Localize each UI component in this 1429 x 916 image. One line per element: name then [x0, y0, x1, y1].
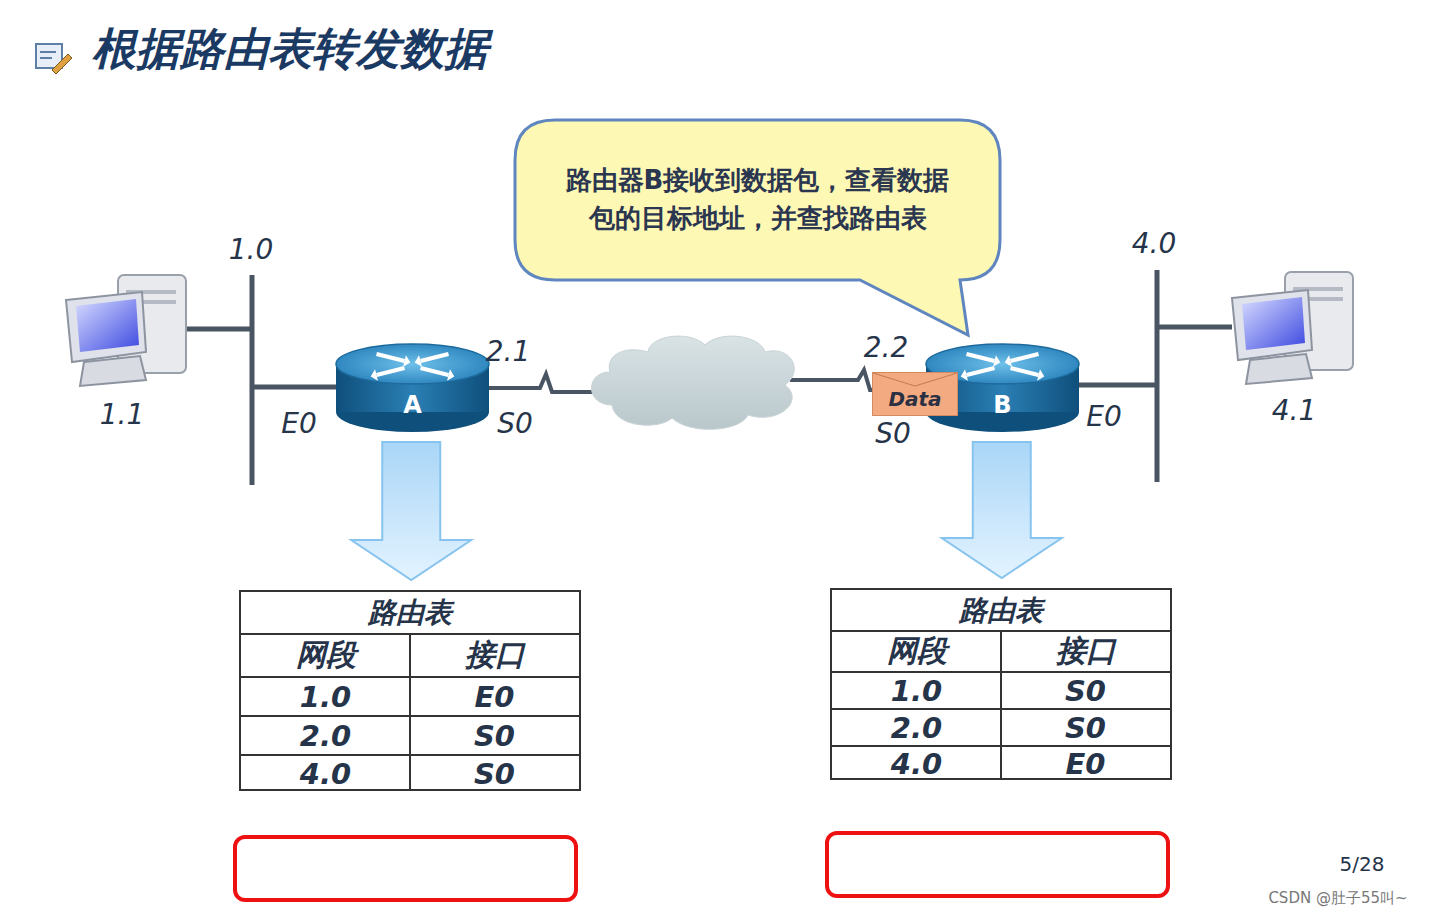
table-cell: 1.0: [241, 677, 410, 716]
host-computer: [1232, 272, 1353, 384]
network-label: 2.2: [864, 333, 909, 364]
network-label: 1.0: [229, 235, 274, 266]
table-cell: 路由表: [832, 590, 1170, 631]
router-arrow: [967, 354, 995, 361]
ethernet-bus: [185, 270, 1232, 485]
router-arrow-head: [993, 355, 1000, 367]
router-icon: [335, 342, 490, 434]
router-name: A: [335, 392, 490, 418]
host-computer: [66, 275, 186, 386]
table-cell: 接口: [410, 634, 579, 677]
envelope-node: Data: [872, 372, 958, 416]
router-arrow: [421, 354, 449, 361]
network-label: E0: [1086, 402, 1122, 433]
title-icon: [36, 44, 72, 74]
blank-box: [235, 837, 576, 900]
table-cell: 路由表: [241, 592, 579, 634]
router-node: A: [335, 342, 490, 434]
router-arrow-head: [1037, 369, 1044, 381]
network-label: S0: [875, 419, 911, 450]
bubble-node: 路由器B接收到数据包，查看数据包的目标地址，并查找路由表: [515, 120, 1000, 280]
table-cell: S0: [410, 716, 579, 755]
network-label: S0: [497, 409, 533, 440]
page-number: 5/28: [1340, 853, 1385, 875]
table-cell: S0: [410, 755, 579, 793]
table-cell: S0: [1001, 709, 1170, 746]
table-rule: [1000, 631, 1002, 778]
table-cell: 2.0: [241, 716, 410, 755]
packet-text: Data: [888, 377, 941, 411]
flow-arrow: [942, 442, 1062, 578]
table-cell: 网段: [832, 631, 1001, 672]
callout-outline: [515, 120, 1000, 335]
table-cell: 接口: [1001, 631, 1170, 672]
router-top: [926, 344, 1079, 384]
table-cell: 4.0: [241, 755, 410, 793]
router-arrow-head: [403, 355, 410, 367]
router-arrow: [1011, 354, 1039, 361]
router-arrow: [1011, 368, 1039, 375]
table-node: 路由表网段接口1.0E02.0S04.0S0: [239, 590, 581, 791]
router-arrow: [421, 368, 449, 375]
table-cell: 4.0: [832, 746, 1001, 782]
router-arrow-head: [1005, 355, 1012, 367]
wan-cloud: [591, 336, 794, 429]
router-arrow-head: [961, 369, 968, 381]
flow-arrow: [351, 442, 471, 580]
table-node: 路由表网段接口1.0S02.0S04.0E0: [830, 588, 1172, 780]
network-label: 4.1: [1272, 396, 1317, 427]
table-cell: 1.0: [832, 672, 1001, 709]
router-arrow: [377, 354, 405, 361]
table-rule: [409, 634, 411, 789]
slide-title: 根据路由表转发数据: [92, 20, 488, 79]
router-arrow-head: [371, 369, 378, 381]
callout-text: 路由器B接收到数据包，查看数据包的目标地址，并查找路由表: [555, 162, 960, 237]
envelope-flap: [873, 373, 957, 386]
callout-bubble: [515, 120, 1000, 280]
table-cell: 网段: [241, 634, 410, 677]
network-label: 4.0: [1132, 229, 1177, 260]
blank-box: [827, 833, 1168, 896]
network-label: 2.1: [486, 337, 531, 368]
watermark: CSDN @肚子55叫~: [1268, 890, 1407, 907]
table-cell: E0: [410, 677, 579, 716]
table-cell: S0: [1001, 672, 1170, 709]
envelope-body: [873, 373, 958, 416]
router-arrow-head: [415, 355, 422, 367]
table-cell: 2.0: [832, 709, 1001, 746]
router-top: [336, 344, 489, 384]
table-cell: E0: [1001, 746, 1170, 782]
router-arrow-head: [447, 369, 454, 381]
router-arrow: [967, 368, 995, 375]
router-arrow: [377, 368, 405, 375]
network-label: E0: [281, 409, 317, 440]
network-label: 1.1: [100, 400, 145, 431]
